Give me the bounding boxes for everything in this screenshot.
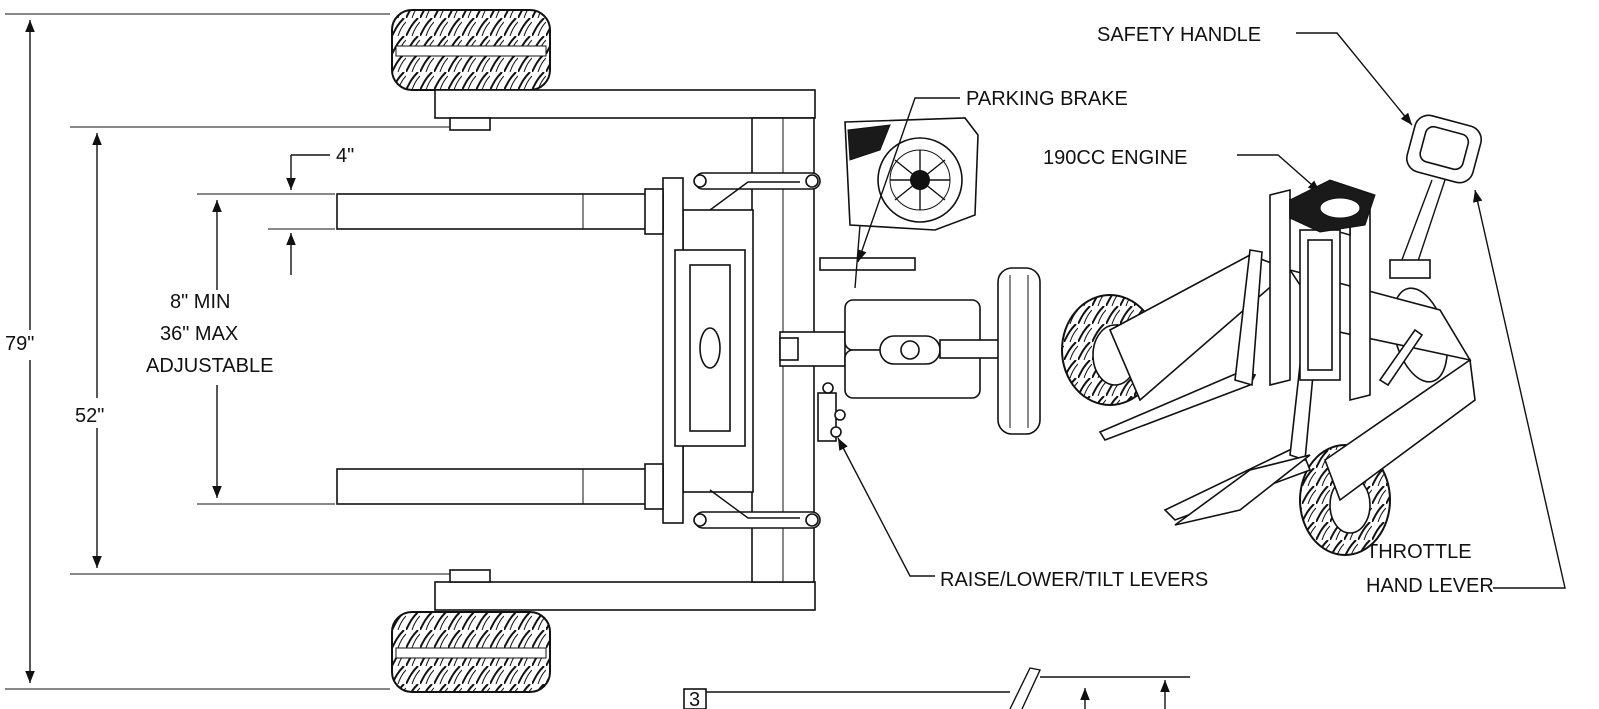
- control-levers: [817, 382, 846, 442]
- levers-label: RAISE/LOWER/TILT LEVERS: [940, 569, 1208, 591]
- fork-upper: [336, 188, 664, 235]
- callout-engine: 190CC ENGINE: [1043, 147, 1321, 193]
- tilt-cylinder-upper: [693, 172, 821, 211]
- rear-steer-wheel: [997, 267, 1041, 435]
- fork-spacing-max-label: 36" MAX: [160, 323, 238, 345]
- fork-spacing-min-label: 8" MIN: [170, 291, 230, 313]
- upper-axle-beam: [434, 89, 816, 119]
- detail-marker: 3: [689, 689, 700, 709]
- overall-width-label: 79": [5, 333, 34, 355]
- engine-label: 190CC ENGINE: [1043, 147, 1188, 169]
- tilt-cylinder-lower: [693, 489, 821, 529]
- track-width-label: 52": [75, 405, 104, 427]
- throttle-label-line1: THROTTLE: [1366, 541, 1472, 563]
- dimension-overall: 79": [5, 13, 390, 690]
- parking-brake-label: PARKING BRAKE: [966, 88, 1128, 110]
- fork-spacing-note-label: ADJUSTABLE: [146, 355, 273, 377]
- callout-safety-handle: SAFETY HANDLE: [1097, 24, 1413, 126]
- fork-lower: [336, 463, 664, 510]
- iso-mast: [1269, 188, 1371, 402]
- callout-levers: RAISE/LOWER/TILT LEVERS: [837, 437, 1208, 591]
- iso-safety-handle: [1389, 114, 1483, 279]
- dimension-fork-width: 4": [268, 145, 354, 275]
- iso-engine: [1289, 179, 1376, 233]
- safety-handle-label: SAFETY HANDLE: [1097, 24, 1261, 46]
- dimension-track: 52": [70, 126, 450, 575]
- lower-axle-beam: [434, 581, 816, 611]
- tiller-assembly: [779, 267, 1041, 435]
- callout-throttle: THROTTLE HAND LEVER: [1366, 189, 1566, 597]
- iso-fork-right: [1174, 454, 1311, 526]
- tire-top: [391, 9, 551, 91]
- top-view: [336, 9, 1041, 693]
- detail-view-partial: 3: [683, 667, 1190, 709]
- tire-bottom: [391, 611, 551, 693]
- callout-parking-brake: PARKING BRAKE: [857, 88, 1128, 263]
- isometric-view: [1061, 114, 1483, 556]
- dimension-fork-spacing: 8" MIN 36" MAX ADJUSTABLE: [146, 193, 335, 505]
- fork-width-label: 4": [336, 145, 354, 167]
- throttle-label-line2: HAND LEVER: [1366, 575, 1494, 597]
